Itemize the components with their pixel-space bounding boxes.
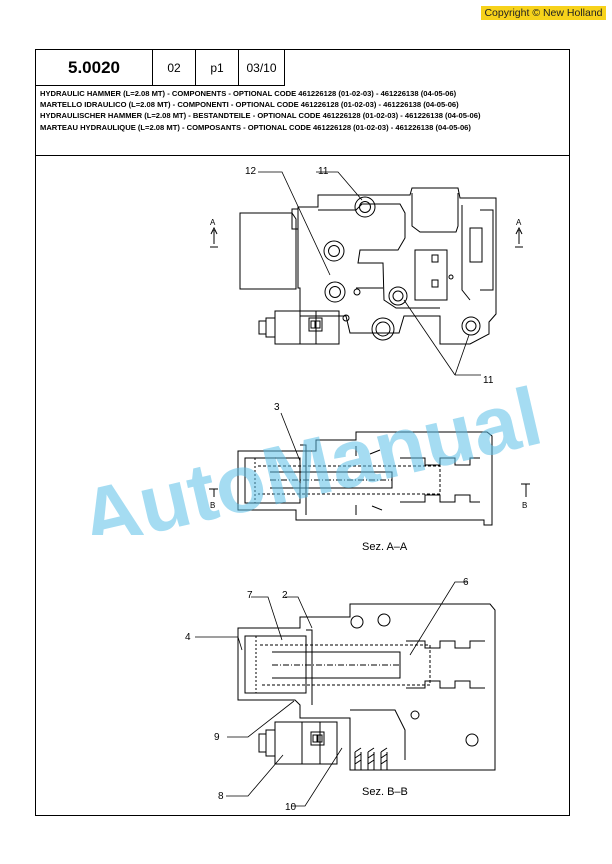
callout-11-top: 11 [318, 166, 329, 177]
callout-3: 3 [274, 402, 280, 413]
header-cell-date: 03/10 [239, 50, 285, 85]
leader-lines [195, 171, 481, 807]
section-b-markers [209, 483, 530, 497]
drawing-frame [35, 155, 570, 816]
callout-11-right: 11 [483, 375, 494, 386]
section-mark-b-right: B [522, 501, 527, 510]
header-code-row: 5.0020 02 p1 03/10 [36, 50, 285, 86]
header-titles: HYDRAULIC HAMMER (L=2.08 MT) - COMPONENT… [40, 88, 481, 133]
section-mark-a-right: A [516, 218, 522, 227]
section-a-a-drawing [237, 431, 493, 526]
section-a-a-label: Sez. A–A [362, 541, 408, 553]
title-english: HYDRAULIC HAMMER (L=2.08 MT) - COMPONENT… [40, 89, 457, 98]
page-header: 5.0020 02 p1 03/10 HYDRAULIC HAMMER (L=2… [35, 49, 570, 156]
title-french: MARTEAU HYDRAULIQUE (L=2.08 MT) - COMPOS… [40, 122, 471, 132]
title-italian: MARTELLO IDRAULICO (L=2.08 MT) - COMPONE… [40, 100, 459, 110]
title-german: HYDRAULISCHER HAMMER (L=2.08 MT) - BESTA… [40, 111, 481, 121]
callout-2: 2 [282, 590, 288, 601]
section-mark-b-left: B [210, 501, 215, 510]
top-view-valve [239, 187, 497, 345]
callout-9: 9 [214, 732, 220, 743]
callout-7: 7 [247, 590, 253, 601]
header-cell-section: 02 [153, 50, 196, 85]
callout-12: 12 [245, 166, 257, 177]
callout-8: 8 [218, 791, 224, 802]
copyright-badge: Copyright © New Holland [481, 6, 606, 20]
page-code: 5.0020 [36, 50, 153, 85]
header-cell-page: p1 [196, 50, 239, 85]
callout-10: 10 [285, 802, 297, 813]
section-b-b-label: Sez. B–B [362, 786, 408, 798]
callout-6: 6 [463, 577, 469, 588]
callout-4: 4 [185, 632, 191, 643]
section-b-b-drawing [237, 603, 496, 771]
section-a-markers [210, 226, 523, 248]
section-mark-a-left: A [210, 218, 216, 227]
